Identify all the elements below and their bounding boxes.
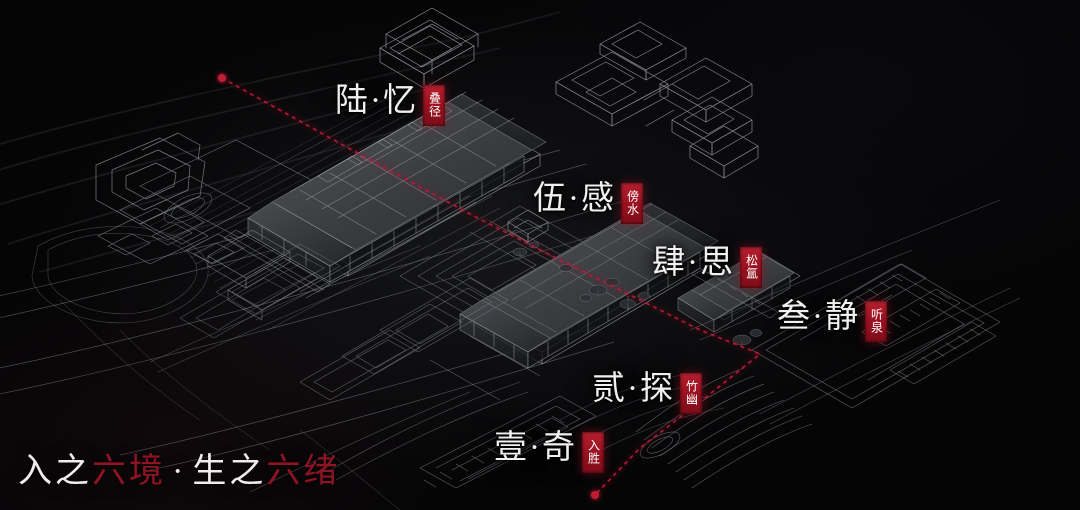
marker-title: 肆·思 [652, 245, 735, 281]
marker-wu-gan[interactable]: 伍·感 傍水 [533, 181, 643, 224]
marker-badge: 松氲 [740, 247, 762, 288]
marker-san-jing[interactable]: 叁·静 听泉 [777, 299, 887, 342]
marker-title: 伍·感 [533, 181, 616, 217]
marker-badge: 傍水 [621, 183, 643, 224]
marker-title: 壹·奇 [494, 430, 577, 466]
marker-badge: 叠径 [423, 85, 445, 126]
marker-title: 叁·静 [777, 299, 860, 335]
caption-separator: · [172, 453, 187, 490]
caption-part-2: 六境 [92, 453, 166, 490]
caption-slogan: 入之六境·生之六绪 [18, 452, 340, 492]
route-end-node [591, 491, 599, 499]
marker-yi-qi[interactable]: 壹·奇 入胜 [494, 430, 604, 473]
caption-part-4: 六绪 [266, 453, 341, 490]
marker-title: 陆·忆 [335, 83, 418, 119]
route-start-node [218, 74, 226, 82]
caption-part-1: 入之 [18, 453, 92, 490]
marker-badge: 听泉 [865, 301, 887, 342]
marker-liu-yi[interactable]: 陆·忆 叠径 [335, 83, 445, 126]
marker-er-tan[interactable]: 贰·探 竹幽 [592, 371, 702, 414]
marker-badge: 竹幽 [680, 373, 702, 414]
marker-badge: 入胜 [582, 432, 604, 473]
marker-title: 贰·探 [592, 371, 675, 407]
caption-part-3: 生之 [192, 453, 267, 490]
marker-si-si[interactable]: 肆·思 松氲 [652, 245, 762, 288]
